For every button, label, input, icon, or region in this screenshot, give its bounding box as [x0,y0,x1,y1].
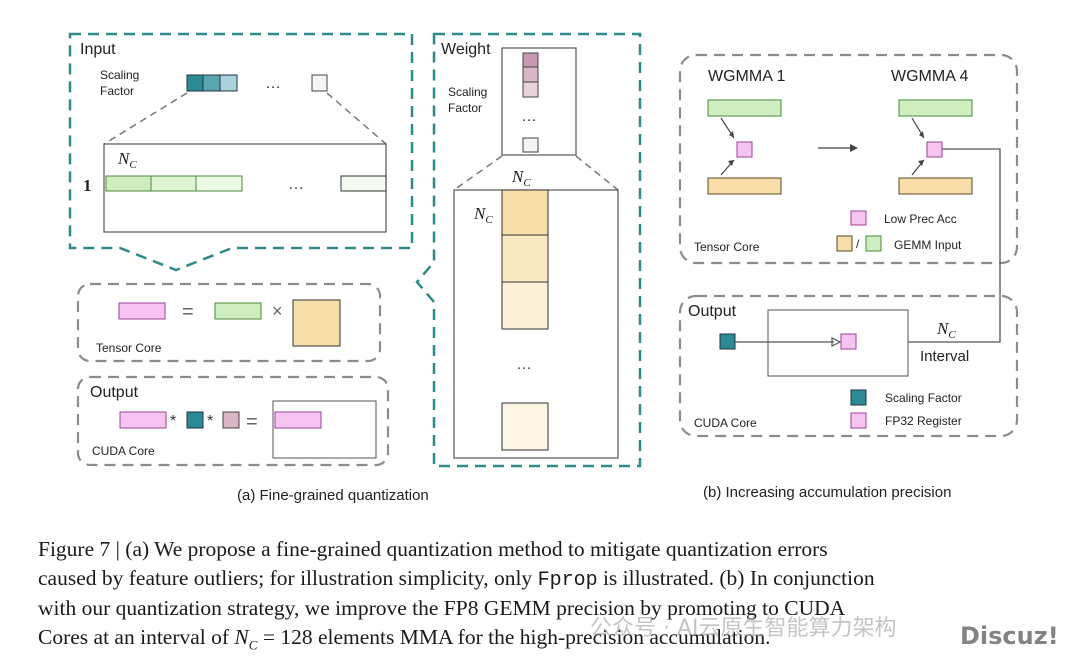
out-teal [186,411,204,429]
out-ast-1: * [170,413,176,430]
out-b-fp32 [840,333,857,350]
out-ast-2: * [207,413,213,430]
weight-scaling-label-2: Factor [448,101,482,115]
output-a: Output * * = CUDA Core [76,375,390,467]
weight-scaling-label-1: Scaling [448,85,487,99]
w4-orange [898,177,973,195]
input-block: Input Scaling Factor … NC 1 … [68,32,414,272]
input-scaling-label-1: Scaling [100,68,139,82]
legend-low-prec-swatch [850,210,867,226]
weight-scale-cell-last [522,137,539,153]
out-pink [119,411,167,429]
tc-times: × [272,301,283,321]
weight-nc-left: NC [473,204,493,226]
out-b-cuda-label: CUDA Core [694,416,757,430]
input-block-1 [105,175,152,192]
legend-fp32: FP32 Register [885,414,962,428]
weight-label: Weight [441,41,491,58]
interval-frame [767,309,909,377]
weight-scale-frame [501,47,577,156]
weight-scale-cell-2 [522,66,539,83]
tensor-core-a: = × Tensor Core [76,282,382,363]
weight-scale-cell-1 [522,52,539,68]
tc-orange [292,299,341,347]
legend-slash: / [856,237,860,251]
scale-cell-3 [219,74,238,92]
tc-output-pink [118,302,166,320]
weight-block-2 [501,234,549,283]
w4-green [898,99,973,117]
wgmma1-label: WGMMA 1 [708,68,785,85]
weight-nc-top: NC [511,167,531,189]
out-equals: = [246,411,258,433]
output-a-label: Output [90,384,139,401]
input-nc: NC [117,149,137,171]
legend-scaling-swatch [850,389,867,406]
w1-green [707,99,782,117]
watermark-discuz: Discuz! [960,622,1059,650]
out-result-pink [274,411,322,429]
scale-cell-2 [202,74,221,92]
input-row-number: 1 [83,176,92,195]
w1-acc [736,141,753,158]
input-matrix-ellipsis: … [288,176,304,193]
w1-orange [707,177,782,195]
out-b-nc: NC [936,319,956,341]
input-scaling-label-2: Factor [100,84,134,98]
out-a-cuda-label: CUDA Core [92,444,155,458]
caption-b: (b) Increasing accumulation precision [703,484,951,501]
legend-gemm-input: GEMM Input [894,238,962,252]
figure-caption-line-4: Cores at an interval of NC = 128 element… [38,625,771,653]
interval-label: Interval [920,348,969,365]
legend-scaling: Scaling Factor [885,391,962,405]
output-b: Output NC Interval Scaling Factor FP32 R… [678,294,1019,438]
tc-green [214,302,262,320]
output-b-label: Output [688,303,737,320]
tensor-core-b: WGMMA 1 WGMMA 4 Low Prec Acc [678,53,1019,265]
legend-fp32-swatch [850,412,867,429]
input-block-2 [150,175,197,192]
out-mauve [222,411,240,429]
weight-block-3 [501,281,549,330]
weight-block: Weight Scaling Factor … NC NC … [415,32,642,468]
legend-low-prec: Low Prec Acc [884,212,957,226]
watermark-text: 公众号 · AI云原生智能算力架构 [590,616,897,641]
out-result-frame [272,400,377,459]
input-block-3 [195,175,243,192]
out-b-teal [719,333,736,350]
w4-acc [926,141,943,158]
tc-b-label: Tensor Core [694,240,760,254]
input-label: Input [80,41,116,58]
tc-a-label: Tensor Core [96,341,162,355]
caption-a: (a) Fine-grained quantization [237,487,429,504]
scale-cell-1 [186,74,204,92]
weight-scale-ellipsis: … [521,108,537,125]
weight-scale-cell-3 [522,81,539,98]
weight-matrix-ellipsis: … [516,356,532,373]
tc-equals: = [182,301,194,323]
input-scale-ellipsis: … [265,75,281,92]
figure-caption-line-1: Figure 7 | (a) We propose a fine-grained… [38,537,828,561]
weight-block-last [501,402,549,451]
figure-caption-line-3: with our quantization strategy, we impro… [38,596,846,620]
input-block-last [340,175,387,192]
legend-green-swatch [865,235,882,252]
figure-caption-line-2: caused by feature outliers; for illustra… [38,566,875,592]
legend-orange-swatch [836,235,853,252]
fprop-code: Fprop [537,569,598,592]
scale-cell-last [311,74,328,92]
weight-block-1 [501,189,549,236]
wgmma4-label: WGMMA 4 [891,68,968,85]
